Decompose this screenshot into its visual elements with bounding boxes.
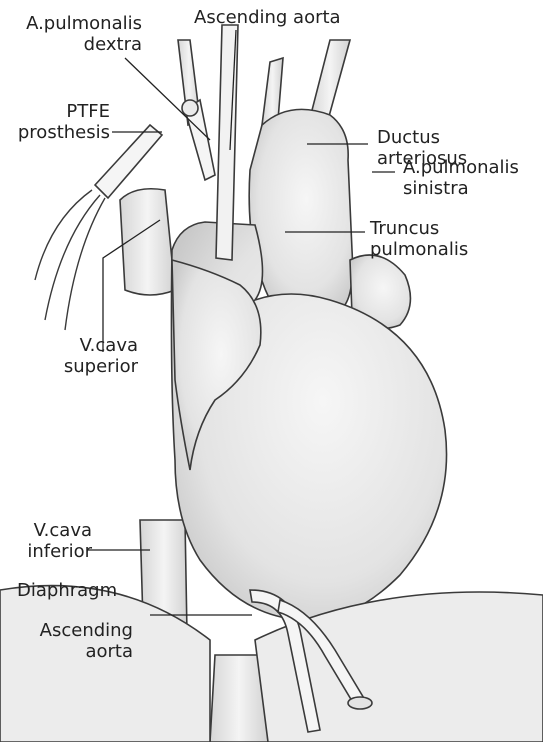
label-diaphragm: Diaphragm [17,580,117,601]
label-v-cava-inferior: V.cava inferior [5,520,92,562]
label-ascending-aorta-top: Ascending aorta [194,7,341,28]
suture-line-3 [35,190,92,280]
label-a-pulmonalis-dextra: A.pulmonalis dextra [5,13,142,55]
label-v-cava-superior: V.cava superior [5,335,138,377]
label-ascending-aorta-bottom: Ascending aorta [5,620,133,662]
cannula-tip [348,697,372,709]
label-a-pulmonalis-sinistra: A.pulmonalis sinistra [403,157,519,199]
truncus-vessel [249,109,352,310]
suture-line-1 [45,195,100,320]
label-ptfe-prosthesis: PTFE prosthesis [5,101,110,143]
ptfe-knot [182,100,198,116]
label-truncus-pulmonalis: Truncus pulmonalis [370,218,468,260]
suture-line-2 [65,198,105,330]
pulmonary-branch-top [310,40,350,120]
